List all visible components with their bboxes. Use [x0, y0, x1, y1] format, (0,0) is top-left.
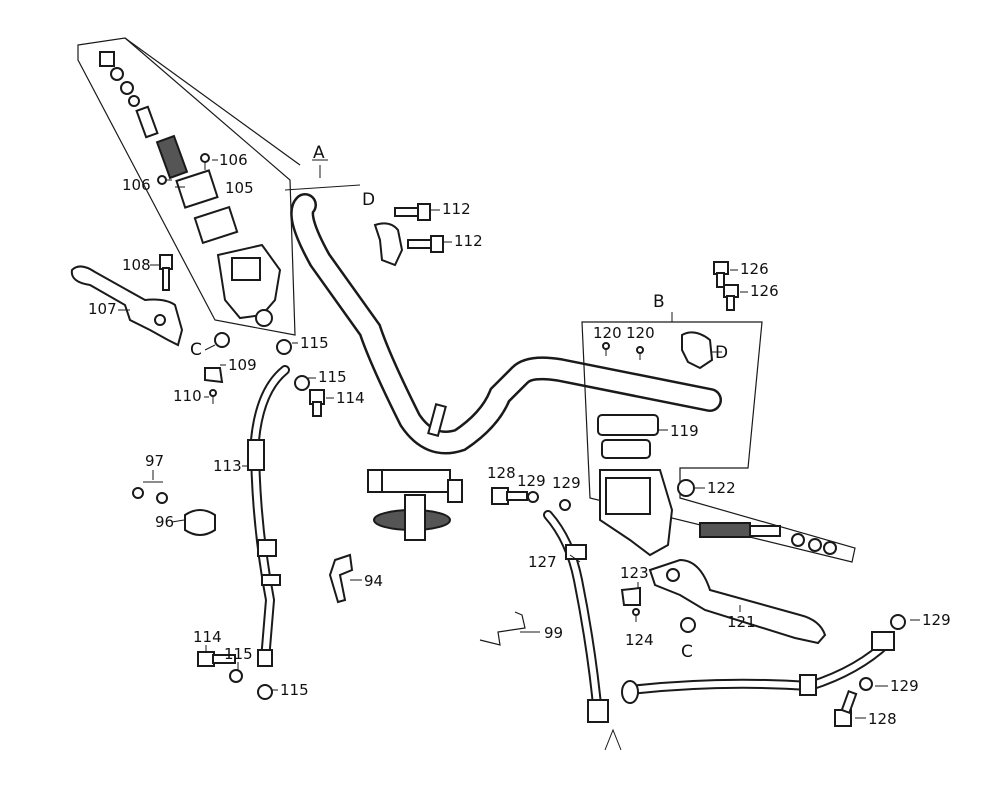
label-127: 127: [528, 553, 557, 571]
continuation-arrow: [604, 728, 622, 751]
part-labels: A B C C D D 94 96 97 99 105 106 106 107 …: [88, 143, 951, 728]
lever-121-pivot: [666, 568, 680, 582]
label-129-a: 129: [517, 472, 546, 490]
label-108: 108: [122, 256, 151, 274]
lever-107-pivot: [154, 314, 166, 326]
label-b: B: [653, 292, 665, 312]
label-115-a: 115: [300, 334, 329, 352]
label-114-upper: 114: [336, 389, 365, 407]
lever-107: [70, 265, 184, 347]
label-112-lower: 112: [454, 232, 483, 250]
label-126-lower: 126: [750, 282, 779, 300]
washer-115-c: [229, 669, 243, 683]
clamp-d-right: [681, 331, 714, 370]
label-112-upper: 112: [442, 200, 471, 218]
washer-129-a: [527, 491, 539, 503]
label-129-c: 129: [922, 611, 951, 629]
banjo-bolt-128-upper: [491, 487, 528, 505]
bolt-108: [159, 254, 173, 291]
label-126-upper: 126: [740, 260, 769, 278]
label-c-right: C: [681, 642, 693, 662]
label-114-lower: 114: [193, 628, 222, 646]
lower-brake-hose: [621, 631, 895, 704]
label-121: 121: [727, 613, 756, 631]
label-c-left: C: [190, 340, 202, 360]
label-110: 110: [173, 387, 202, 405]
label-109: 109: [228, 356, 257, 374]
label-115-c: 115: [224, 645, 253, 663]
nut-c-right: [680, 617, 696, 633]
washer-115-d: [257, 684, 273, 700]
banjo-bolt-128-lower: [834, 689, 858, 727]
screw-120-b: [636, 346, 644, 360]
clip-94: [328, 553, 354, 604]
label-106-lower: 106: [122, 176, 151, 194]
bolt-112-lower: [407, 235, 444, 253]
screw-120-a: [602, 342, 610, 356]
washer-129-b: [559, 499, 571, 511]
clamp-d-top: [373, 222, 404, 267]
screw-106-upper: [200, 153, 210, 170]
wire-clip-99: [479, 611, 526, 646]
label-122: 122: [707, 479, 736, 497]
brake-hose-113: [247, 365, 290, 667]
label-94: 94: [364, 572, 383, 590]
label-a: A: [313, 143, 325, 163]
handlebar-a: [290, 193, 722, 541]
label-128-lower: 128: [868, 710, 897, 728]
hose-clamp-96: [184, 509, 216, 536]
brake-hose-127: [543, 510, 609, 723]
switch-123: [620, 586, 641, 606]
label-128-upper: 128: [487, 464, 516, 482]
label-106-upper: 106: [219, 151, 248, 169]
nut-c-left: [214, 332, 230, 348]
washer-129-d: [859, 677, 873, 691]
label-120-a: 120: [593, 324, 622, 342]
label-97: 97: [145, 452, 164, 470]
washer-129-c: [890, 614, 906, 630]
bolt-97-a: [132, 487, 144, 499]
lever-121: [648, 558, 827, 645]
label-124: 124: [625, 631, 654, 649]
right-master-cylinder-panel: [581, 321, 856, 563]
label-115-b: 115: [318, 368, 347, 386]
bolt-97-b: [156, 492, 168, 504]
label-123: 123: [620, 564, 649, 582]
bolt-126-lower: [723, 284, 739, 311]
screw-110: [209, 389, 217, 404]
label-119: 119: [670, 422, 699, 440]
bolt-114-upper: [309, 389, 325, 417]
label-d-top: D: [362, 190, 375, 210]
cap-122: [677, 479, 695, 497]
switch-109: [204, 367, 224, 384]
washer-115-a: [276, 339, 292, 355]
label-99: 99: [544, 624, 563, 642]
label-113: 113: [213, 457, 242, 475]
leader-lines: [118, 159, 920, 719]
label-129-b: 129: [552, 474, 581, 492]
label-129-d: 129: [890, 677, 919, 695]
bolt-126-upper: [713, 261, 729, 288]
label-96: 96: [155, 513, 174, 531]
bolt-112-upper: [394, 203, 431, 221]
screw-124: [632, 608, 640, 622]
label-d-right: D: [715, 343, 728, 363]
label-120-b: 120: [626, 324, 655, 342]
label-107: 107: [88, 300, 117, 318]
left-master-cylinder-panel: [77, 37, 301, 336]
label-115-d: 115: [280, 681, 309, 699]
screw-106-lower: [157, 175, 172, 185]
washer-115-b: [294, 375, 310, 391]
label-105: 105: [225, 179, 254, 197]
